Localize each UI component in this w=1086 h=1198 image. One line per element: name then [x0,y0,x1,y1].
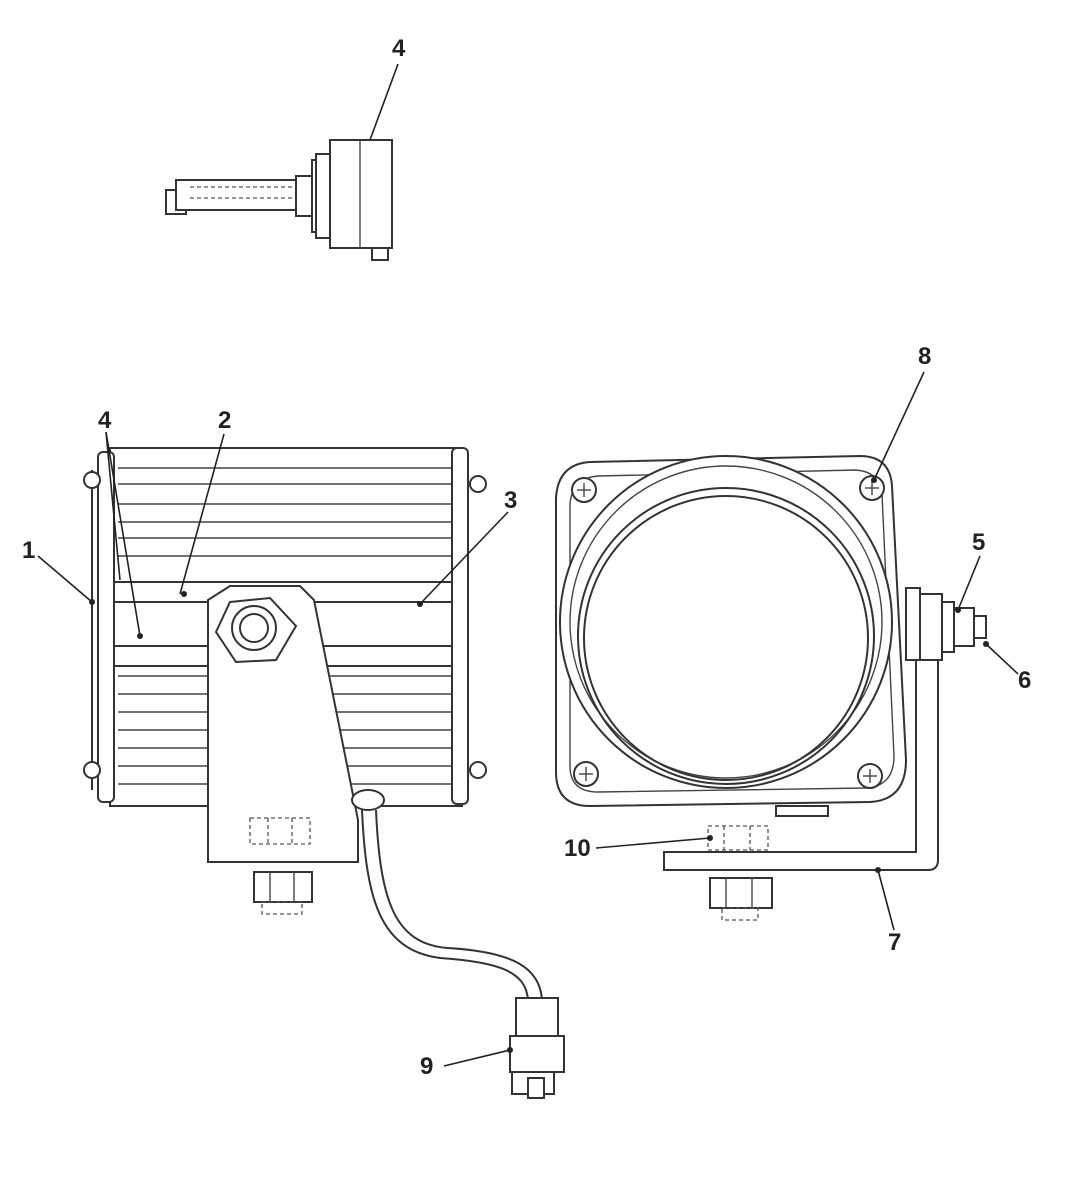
callout-3: 3 [504,487,517,514]
leader-lines [37,63,1019,1067]
callout-7: 7 [888,929,901,956]
callout-10: 10 [564,835,591,862]
callout-2: 2 [218,407,231,434]
callout-8: 8 [918,343,931,370]
front-screws [571,475,885,789]
lamp-side-view [83,447,565,1099]
lamp-front-view [555,454,987,921]
callout-4-lamp: 4 [98,407,112,434]
callout-6: 6 [1018,667,1031,694]
callout-1: 1 [22,537,35,564]
bulb-drawing [165,139,393,261]
callout-9: 9 [420,1053,433,1080]
callout-4-bulb: 4 [392,35,406,62]
callout-5: 5 [972,529,985,556]
